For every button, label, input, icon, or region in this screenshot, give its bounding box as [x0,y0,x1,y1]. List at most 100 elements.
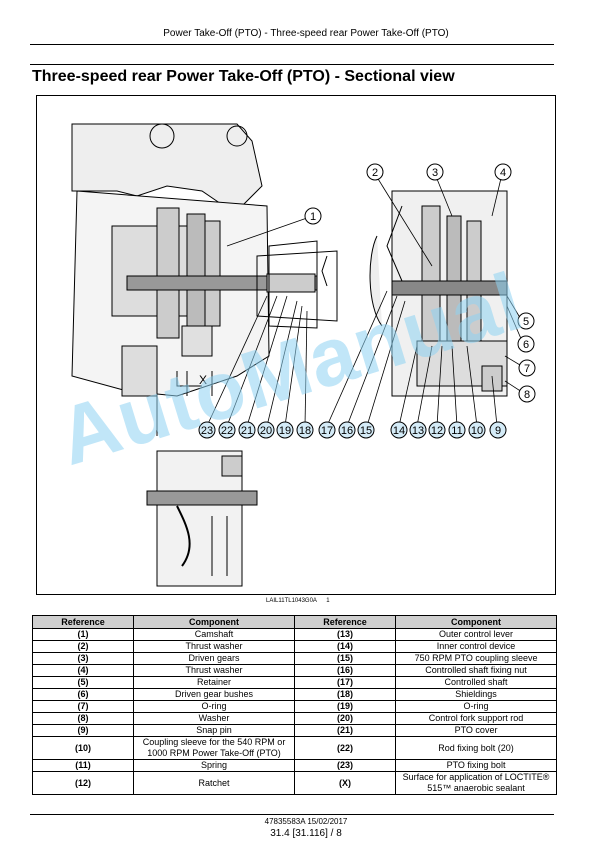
callout-15: 15 [357,421,375,439]
component-cell: Surface for application of LOCTITE® 515™… [395,771,557,795]
running-header: Power Take-Off (PTO) - Three-speed rear … [163,28,449,39]
component-cell: O-ring [395,700,557,713]
component-cell: Snap pin [133,724,295,737]
svg-text:6: 6 [523,339,529,351]
header-rule [30,44,554,45]
reference-cell: (6) [31,688,135,701]
svg-text:3: 3 [432,167,438,179]
section-rule [30,64,554,65]
component-cell: Outer control lever [395,628,557,641]
callout-16: 16 [338,421,356,439]
callout-14: 14 [390,421,408,439]
reference-cell: (1) [31,628,135,641]
table-row: (8)Washer(20)Control fork support rod [31,712,557,725]
table-row: (1)Camshaft(13)Outer control lever [31,628,557,641]
svg-text:9: 9 [495,425,501,437]
reference-cell: (13) [293,628,397,641]
component-cell: PTO cover [395,724,557,737]
svg-text:21: 21 [241,425,253,437]
reference-cell: (21) [293,724,397,737]
figure-caption-code: LAIL11TL1043G0A [266,598,317,604]
svg-text:16: 16 [341,425,353,437]
table-row: (12)Ratchet(X)Surface for application of… [31,771,557,795]
leader-lines [206,173,526,427]
svg-text:1: 1 [310,211,316,223]
svg-text:22: 22 [221,425,233,437]
component-cell: Controlled shaft fixing nut [395,664,557,677]
reference-cell: (16) [293,664,397,677]
svg-text:15: 15 [360,425,372,437]
svg-text:23: 23 [201,425,213,437]
svg-text:12: 12 [431,425,443,437]
reference-cell: (4) [31,664,135,677]
svg-text:14: 14 [393,425,405,437]
component-cell: Washer [133,712,295,725]
svg-text:5: 5 [523,316,529,328]
reference-cell: (11) [31,759,135,772]
reference-cell: (9) [31,724,135,737]
component-cell: Control fork support rod [395,712,557,725]
reference-cell: (3) [31,652,135,665]
callout-5: 5 [517,312,535,330]
reference-cell: (18) [293,688,397,701]
footer-rule [30,814,554,815]
table-row: (7)O-ring(19)O-ring [31,700,557,713]
component-cell: Ratchet [133,771,295,795]
reference-cell: (7) [31,700,135,713]
figure-caption: LAIL11TL1043G0A 1 [266,598,330,604]
callout-23: 23 [198,421,216,439]
table-row: (2)Thrust washer(14)Inner control device [31,640,557,653]
component-cell: Spring [133,759,295,772]
header-component-1: Component [133,615,295,629]
document-code: 47835583A 15/02/2017 [264,817,348,826]
sectional-view-figure: X [36,95,556,595]
svg-text:11: 11 [451,425,462,437]
callout-4: 4 [494,163,512,181]
section-title: Three-speed rear Power Take-Off (PTO) - … [32,68,455,85]
component-cell: O-ring [133,700,295,713]
page-number: 31.4 [31.116] / 8 [270,828,342,839]
header-component-2: Component [395,615,557,629]
svg-text:4: 4 [500,167,506,179]
reference-cell: (12) [31,771,135,795]
reference-cell: (X) [293,771,397,795]
callout-8: 8 [518,385,536,403]
callout-12: 12 [428,421,446,439]
svg-text:2: 2 [372,167,378,179]
table-row: (9)Snap pin(21)PTO cover [31,724,557,737]
component-cell: Thrust washer [133,640,295,653]
component-cell: Coupling sleeve for the 540 RPM or 1000 … [133,736,295,760]
callout-7: 7 [518,359,536,377]
table-row: (3)Driven gears(15)750 RPM PTO coupling … [31,652,557,665]
callout-22: 22 [218,421,236,439]
table-row: (11)Spring(23)PTO fixing bolt [31,759,557,772]
svg-text:18: 18 [299,425,311,437]
reference-cell: (17) [293,676,397,689]
callouts-bottom-right: 14 13 12 11 10 9 [390,421,507,439]
callout-10: 10 [468,421,486,439]
callout-17: 17 [318,421,336,439]
svg-text:13: 13 [412,425,424,437]
reference-cell: (20) [293,712,397,725]
callout-21: 21 [238,421,256,439]
callout-6: 6 [517,335,535,353]
component-cell: Shieldings [395,688,557,701]
figure-drawing: X [71,123,536,587]
reference-cell: (8) [31,712,135,725]
callouts-right: 5 6 7 8 [517,312,536,403]
callout-18: 18 [296,421,314,439]
component-cell: Controlled shaft [395,676,557,689]
callout-11: 11 [448,421,466,439]
table-row: (5)Retainer(17)Controlled shaft [31,676,557,689]
left-assembly-drawing [71,123,338,436]
svg-text:19: 19 [279,425,291,437]
header-reference-1: Reference [31,615,135,629]
component-cell: PTO fixing bolt [395,759,557,772]
callout-9: 9 [489,421,507,439]
callout-1: 1 [304,207,322,225]
callouts-top: 2 3 4 [366,163,512,181]
figure-caption-number: 1 [326,598,330,604]
component-cell: Camshaft [133,628,295,641]
label-x: X [199,373,207,387]
